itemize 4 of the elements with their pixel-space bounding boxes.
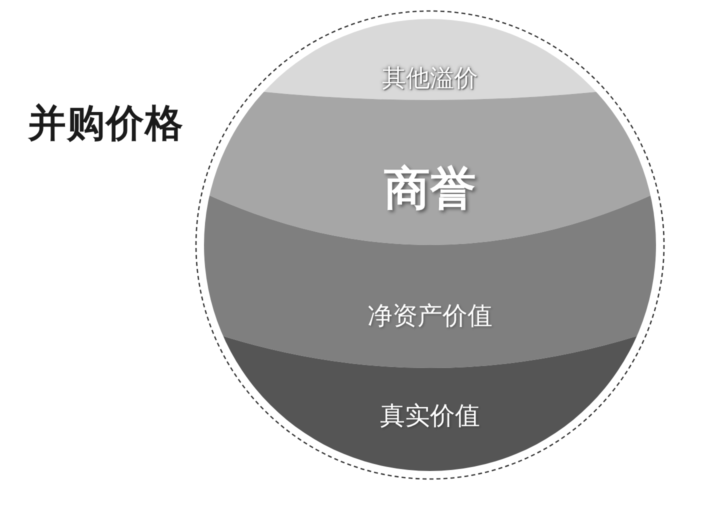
band-label: 商誉 [383, 165, 477, 211]
band-label: 净资产价值 [366, 302, 494, 328]
band-label: 真实价值 [379, 402, 481, 428]
diagram-title: 并购价格 [28, 100, 184, 147]
